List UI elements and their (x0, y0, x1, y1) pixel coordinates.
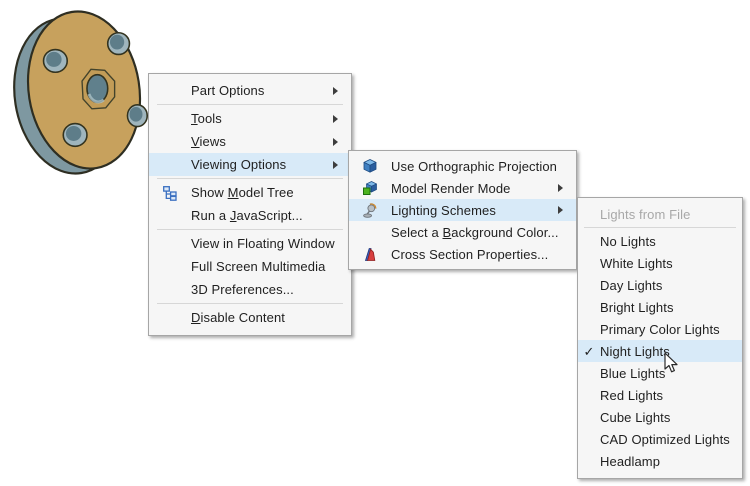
checkmark-icon: ✓ (583, 343, 595, 359)
menu-separator (157, 104, 343, 105)
center-hole (81, 68, 116, 110)
menu-item-label: Red Lights (600, 387, 664, 403)
menu-item-show-model-tree[interactable]: Show Model Tree (149, 181, 351, 204)
menu-item-3d-preferences[interactable]: 3D Preferences... (149, 278, 351, 301)
menu-item-label: Disable Content (191, 310, 286, 325)
menu-item-label: Lighting Schemes (391, 202, 496, 218)
menu-item-label: Bright Lights (600, 299, 674, 315)
menu-item-lights-from-file: Lights from File (578, 203, 742, 225)
menu-item-bright-lights[interactable]: Bright Lights (578, 296, 742, 318)
menu-item-label: Run a JavaScript... (191, 208, 303, 223)
menu-item-label: Select a Background Color... (391, 224, 559, 240)
menu-item-day-lights[interactable]: Day Lights (578, 274, 742, 296)
menu-item-label: Cube Lights (600, 409, 671, 425)
menu-item-label: Part Options (191, 83, 265, 98)
menu-item-view-in-floating-window[interactable]: View in Floating Window (149, 232, 351, 255)
render-mode-icon (349, 180, 391, 196)
menu-separator (584, 227, 736, 228)
menu-item-tools[interactable]: Tools (149, 107, 351, 130)
menu-item-cad-optimized-lights[interactable]: CAD Optimized Lights (578, 428, 742, 450)
menu-separator (157, 303, 343, 304)
menu-item-run-a-javascript[interactable]: Run a JavaScript... (149, 204, 351, 227)
menu-item-part-options[interactable]: Part Options (149, 79, 351, 102)
menu-item-red-lights[interactable]: Red Lights (578, 384, 742, 406)
menu-item-white-lights[interactable]: White Lights (578, 252, 742, 274)
submenu-arrow-icon (558, 184, 563, 192)
menu-item-label: Cross Section Properties... (391, 246, 549, 262)
menu-item-model-render-mode[interactable]: Model Render Mode (349, 177, 576, 199)
menu-item-cross-section-properties[interactable]: Cross Section Properties... (349, 243, 576, 265)
menu-item-label: CAD Optimized Lights (600, 431, 730, 447)
menu-item-label: No Lights (600, 233, 656, 249)
submenu-arrow-icon (333, 160, 338, 169)
orthographic-cube-icon (349, 158, 391, 174)
menu-item-lighting-schemes[interactable]: Lighting Schemes (349, 199, 576, 221)
menu-item-label: Model Render Mode (391, 180, 511, 196)
menu-separator (157, 229, 343, 230)
menu-item-label: Views (191, 134, 226, 149)
bolt-holes (42, 31, 149, 148)
menu-item-night-lights[interactable]: ✓ Night Lights (578, 340, 742, 362)
menu-item-cube-lights[interactable]: Cube Lights (578, 406, 742, 428)
menu-item-label: View in Floating Window (191, 236, 335, 251)
menu-item-label: Full Screen Multimedia (191, 259, 326, 274)
menu-item-disable-content[interactable]: Disable Content (149, 306, 351, 329)
submenu-arrow-icon (558, 206, 563, 214)
menu-item-label: Day Lights (600, 277, 663, 293)
menu-item-label: White Lights (600, 255, 673, 271)
menu-item-label: Viewing Options (191, 157, 287, 172)
menu-item-label: Use Orthographic Projection (391, 158, 557, 174)
menu-item-label: Blue Lights (600, 365, 666, 381)
menu-item-label: Show Model Tree (191, 185, 294, 200)
3d-model-flange[interactable] (6, 3, 164, 181)
menu-item-label: Lights from File (600, 206, 691, 222)
lighting-schemes-icon (349, 202, 391, 218)
menu-item-label: Headlamp (600, 453, 661, 469)
menu-separator (157, 178, 343, 179)
menu-item-label: Primary Color Lights (600, 321, 720, 337)
menu-item-full-screen-multimedia[interactable]: Full Screen Multimedia (149, 255, 351, 278)
menu-item-use-orthographic-projection[interactable]: Use Orthographic Projection (349, 155, 576, 177)
cross-section-icon (349, 246, 391, 262)
menu-item-viewing-options[interactable]: Viewing Options (149, 153, 351, 176)
menu-item-blue-lights[interactable]: Blue Lights (578, 362, 742, 384)
menu-item-label: Tools (191, 111, 222, 126)
menu-item-select-a-background-color[interactable]: Select a Background Color... (349, 221, 576, 243)
submenu-arrow-icon (333, 114, 338, 123)
mouse-cursor-icon (664, 352, 679, 379)
menu-item-primary-color-lights[interactable]: Primary Color Lights (578, 318, 742, 340)
submenu-arrow-icon (333, 86, 338, 95)
menu-item-label: Night Lights (600, 343, 670, 359)
model-tree-icon (149, 185, 191, 201)
menu-item-views[interactable]: Views (149, 130, 351, 153)
menu-item-no-lights[interactable]: No Lights (578, 230, 742, 252)
menu-item-headlamp[interactable]: Headlamp (578, 450, 742, 472)
submenu-arrow-icon (333, 137, 338, 146)
menu-item-label: 3D Preferences... (191, 282, 294, 297)
